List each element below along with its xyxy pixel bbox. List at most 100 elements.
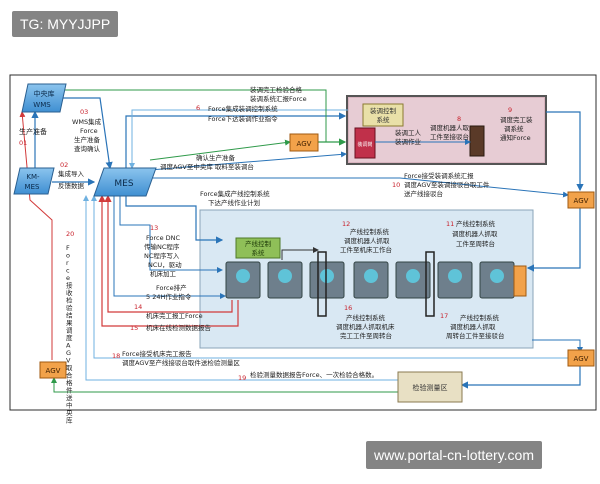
n17-line-3: 周转台工件至接驳台 bbox=[446, 331, 505, 340]
n6-line-2: 装调系统汇报Force bbox=[250, 94, 307, 103]
n13-line-1: Force DNC bbox=[146, 234, 181, 242]
assembly-worker-line-2: 装调作业 bbox=[395, 137, 422, 146]
inspection-label: 检验测量区 bbox=[413, 383, 448, 392]
flow-06-return-arrow bbox=[129, 109, 348, 169]
inspection-node bbox=[397, 371, 463, 403]
machine-5-spindle bbox=[406, 269, 420, 283]
n7-line-2: 调度AGV至中央库 取料至装调台 bbox=[160, 162, 254, 171]
n11-line-1: 产线控制系统 bbox=[456, 219, 496, 228]
flow-19-arrow bbox=[83, 195, 398, 381]
n10-line-2: 调度AGV至装调接驳台取工件 bbox=[404, 180, 490, 189]
n02-number: 02 bbox=[60, 161, 68, 169]
assembly-control-node bbox=[362, 103, 404, 127]
n17-line-1: 产线控制系统 bbox=[460, 313, 500, 322]
n11-line-3: 工件至周转台 bbox=[456, 239, 495, 248]
n11-number: 11 bbox=[446, 220, 454, 228]
mes-node bbox=[93, 167, 157, 197]
n13-line-5: 机床加工 bbox=[150, 269, 177, 278]
n13-line-3: NC程序写入 bbox=[144, 251, 180, 260]
line-plan-line-2: 下达产线作业计划 bbox=[208, 198, 260, 207]
n13-line-2: 传输NC程序 bbox=[144, 242, 180, 251]
n03-line-1: WMS集成 bbox=[72, 117, 102, 126]
n5-line-2: 5 24H作业指令 bbox=[146, 292, 192, 301]
assembly-worker-line-1: 装调工人 bbox=[395, 128, 422, 137]
line-control-label-2: 系统 bbox=[252, 248, 266, 257]
watermark-top: TG: MYYJJPP bbox=[12, 11, 119, 37]
machine-6-spindle bbox=[448, 269, 462, 283]
flow-12-pointer bbox=[281, 247, 319, 260]
n12-number: 12 bbox=[342, 220, 350, 228]
machine-7-spindle bbox=[490, 269, 504, 283]
flow-06-arrow bbox=[125, 112, 347, 168]
agv-left-label: AGV bbox=[46, 367, 61, 375]
flow-20-arrow bbox=[19, 111, 53, 360]
agv-right-lower-node bbox=[567, 349, 595, 367]
n16-line-3: 完工工件至周转台 bbox=[340, 331, 392, 340]
robot-track-right bbox=[425, 251, 435, 317]
machine-row bbox=[225, 261, 527, 299]
wms-label-bottom: WMS bbox=[33, 101, 51, 109]
km-mes-label-bottom: MES bbox=[25, 183, 40, 191]
n03-number: 03 bbox=[80, 108, 88, 116]
n03-line-3: 生产准备 bbox=[74, 135, 101, 144]
flow-mes-assembly-arrow bbox=[149, 151, 347, 171]
flow-line-plan-arrow bbox=[125, 196, 224, 244]
agv-right-lower-label: AGV bbox=[574, 355, 589, 363]
flow-09-arrow bbox=[546, 111, 584, 192]
flow-wms-green-line bbox=[60, 89, 327, 142]
agv-left-node bbox=[39, 361, 67, 379]
n02-line-2: 反馈数据 bbox=[58, 181, 85, 190]
n18-line-2: 调度AGV至产线接驳台取件送检验测量区 bbox=[122, 358, 240, 367]
n8-line-1: 调度机器人取 bbox=[430, 123, 470, 132]
assembly-control-label-2: 系统 bbox=[377, 115, 391, 124]
n6-number: 6 bbox=[196, 104, 200, 112]
flow-18-down-arrow bbox=[532, 339, 583, 353]
n18-number: 18 bbox=[112, 352, 120, 360]
n11-line-2: 调度机器人抓取 bbox=[452, 229, 498, 238]
machine-4-spindle bbox=[364, 269, 378, 283]
flow-14-arrow bbox=[104, 194, 233, 313]
n8-line-2: 工件至接驳台 bbox=[430, 132, 469, 141]
machine-2-spindle bbox=[278, 269, 292, 283]
n13-number: 13 bbox=[150, 224, 158, 232]
n03-line-2: Force bbox=[80, 127, 98, 135]
flow-07-arrow bbox=[149, 139, 291, 161]
n10-line-3: 送产线接驳台 bbox=[404, 189, 443, 198]
n17-number: 17 bbox=[440, 312, 448, 320]
n01-number: 01 bbox=[19, 139, 27, 147]
agv-center-node bbox=[289, 133, 319, 152]
n16-line-1: 产线控制系统 bbox=[346, 313, 386, 322]
n12-line-2: 调度机器人抓取 bbox=[344, 236, 390, 245]
line-dock-node bbox=[513, 265, 527, 297]
line-control-label-1: 产线控制 bbox=[245, 239, 272, 248]
wms-label-top: 中央库 bbox=[34, 89, 55, 98]
n19-text: 检验测量数据报告Force、一次检验合格数。 bbox=[250, 370, 378, 379]
machine-3-spindle bbox=[320, 269, 334, 283]
agv-center-label: AGV bbox=[297, 140, 312, 148]
n14-number: 14 bbox=[134, 303, 142, 311]
n16-line-2: 调度机器人抓取机床 bbox=[336, 322, 395, 331]
n7-line-1: 确认生产准备 bbox=[196, 153, 236, 162]
machine-1-spindle bbox=[236, 269, 250, 283]
robot-track-left bbox=[317, 251, 327, 317]
inspection-to-agv-arrow bbox=[51, 377, 398, 393]
flow-15-arrow bbox=[98, 194, 239, 327]
n17-line-2: 调度机器人抓取 bbox=[450, 322, 496, 331]
n5-line-1: Force排产 bbox=[156, 283, 187, 292]
mes-label: MES bbox=[114, 179, 133, 189]
n6-line-3: Force集成装调控制系统 bbox=[208, 104, 278, 113]
n9-line-3: 通知Force bbox=[500, 133, 531, 142]
n16-number: 16 bbox=[344, 304, 352, 312]
n20-number: 20 bbox=[66, 230, 74, 238]
n8-number: 8 bbox=[457, 115, 461, 123]
n14-text: 机床完工报工Force bbox=[146, 311, 203, 320]
watermark-bottom: www.portal-cn-lottery.com bbox=[366, 441, 543, 469]
flow-10-arrow bbox=[150, 177, 569, 198]
n6-line-4: Force下达装调作业指令 bbox=[208, 114, 278, 123]
assembly-dock-node bbox=[469, 125, 485, 157]
flow-18-arrow bbox=[91, 195, 568, 359]
km-mes-node bbox=[13, 167, 55, 195]
